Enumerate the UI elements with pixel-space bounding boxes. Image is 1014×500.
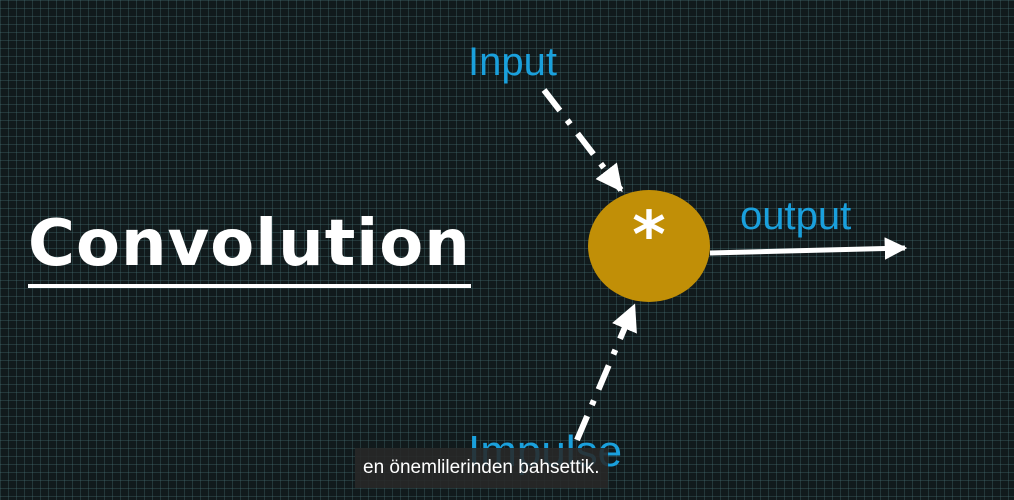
convolution-node: * [588, 190, 710, 302]
diagram-title: Convolution [28, 212, 471, 288]
impulse-arrow [574, 303, 637, 442]
input-arrow [541, 88, 624, 193]
asterisk-icon: * [632, 199, 666, 273]
subtitle-caption: en önemlilerinden bahsettik. [355, 448, 608, 488]
input-label: Input [468, 40, 557, 84]
output-label: output [740, 194, 852, 238]
output-arrow [709, 237, 908, 260]
